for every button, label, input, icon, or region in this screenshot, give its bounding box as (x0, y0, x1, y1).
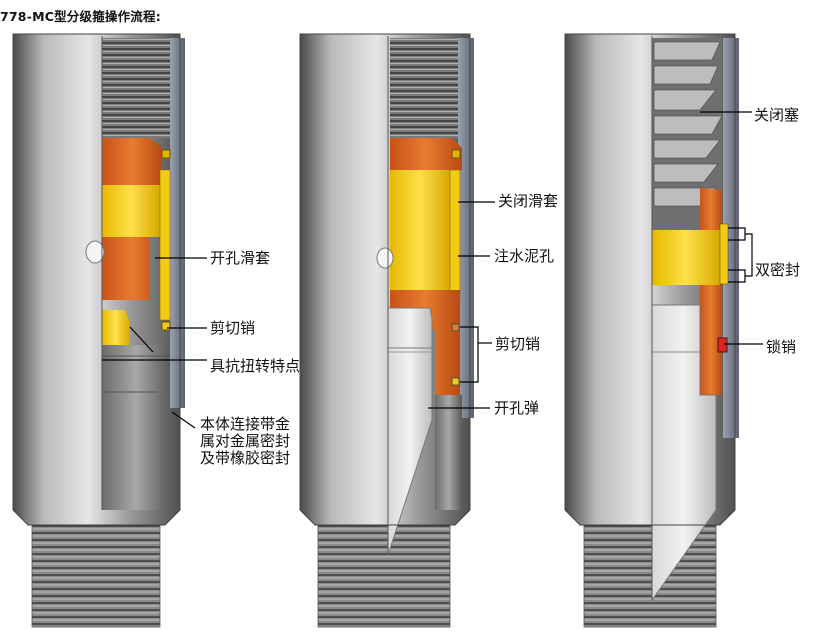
label-opening-sleeve: 开孔滑套 (210, 249, 271, 267)
tool-2-closing-stage (299, 33, 474, 628)
diagram-title: 778-MC型分级箍操作流程: (0, 9, 161, 24)
label-body-connection-line3: 及带橡胶密封 (200, 449, 291, 467)
label-anti-torque: 具抗扭转特点 (210, 357, 301, 375)
leader-lines (102, 111, 763, 429)
label-opening-dart: 开孔弹 (494, 399, 540, 417)
tool-3-closed-stage (564, 33, 739, 628)
label-body-connection-line2: 属对金属密封 (200, 432, 291, 450)
label-shear-pin-1: 剪切销 (210, 319, 256, 337)
label-closing-sleeve: 关闭滑套 (498, 192, 559, 210)
label-closing-plug: 关闭塞 (754, 106, 800, 124)
label-cement-port: 注水泥孔 (494, 247, 555, 265)
tool-1-opening-stage (12, 33, 185, 628)
label-body-connection-line1: 本体连接带金 (200, 415, 291, 433)
label-lock-pin: 锁销 (766, 338, 797, 356)
label-shear-pin-2: 剪切销 (495, 335, 541, 353)
label-double-seal: 双密封 (755, 261, 801, 279)
